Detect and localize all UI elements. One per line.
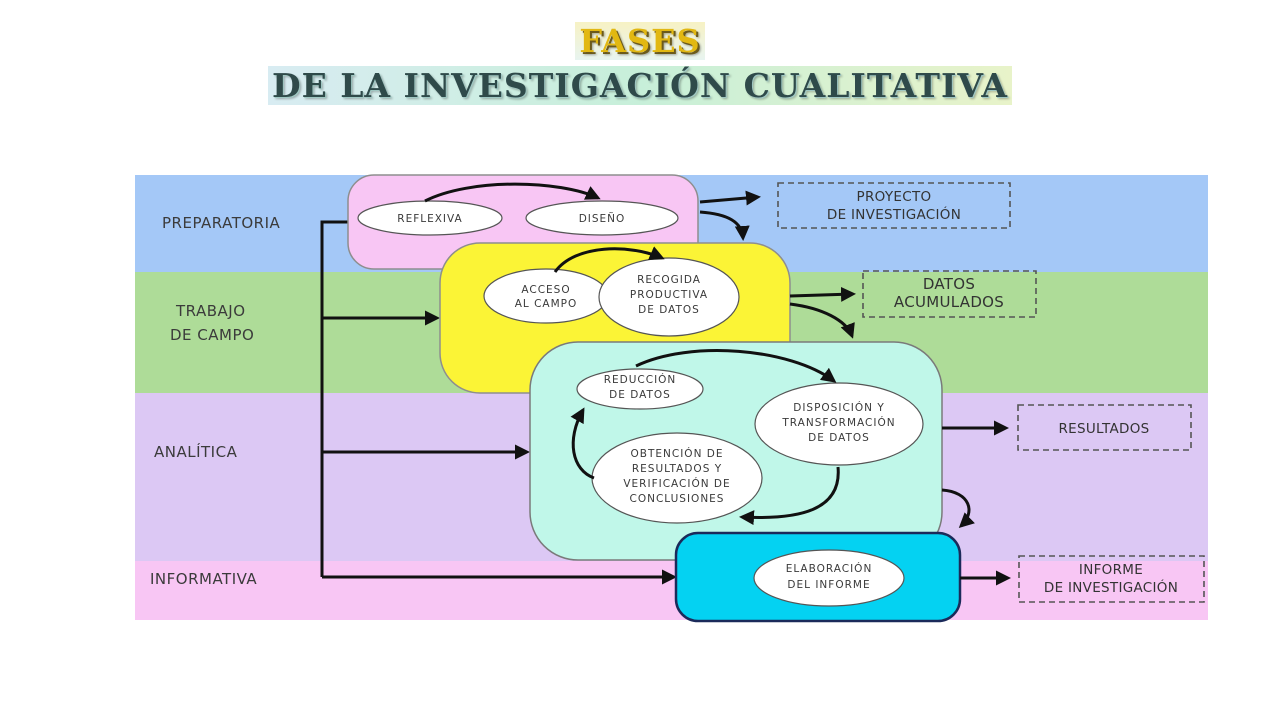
band-label-informativa: INFORMATIVA [150,570,257,588]
diagram-title: FASES [0,22,1280,60]
oval-reflexiva: REFLEXIVA [357,200,503,236]
svg-text:RESULTADOS: RESULTADOS [1058,421,1149,437]
svg-text:REFLEXIVA: REFLEXIVA [397,213,462,225]
title-line-2: DE LA INVESTIGACIÓN CUALITATIVA [267,66,1013,105]
inner-arrows [424,182,840,526]
oval-diseno: DISEÑO [525,200,679,236]
output-arrows [699,190,1011,586]
output-resultados: RESULTADOS [1017,404,1192,451]
title-line-1: FASES [575,22,705,60]
band-label-preparatoria: PREPARATORIA [162,214,281,232]
svg-text:DISEÑO: DISEÑO [579,212,626,225]
band-label-analitica: ANALÍTICA [154,442,238,461]
diagram-subtitle: DE LA INVESTIGACIÓN CUALITATIVA [0,66,1280,105]
left-connector [320,220,677,585]
